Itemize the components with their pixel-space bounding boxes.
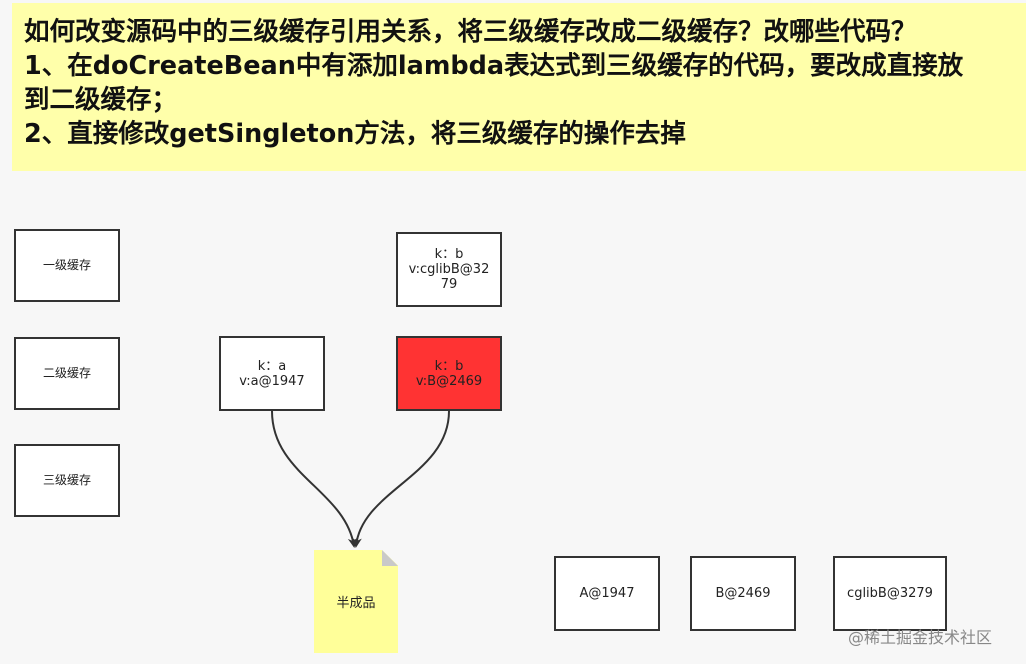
object-b-box[interactable]: B@2469 <box>690 556 796 631</box>
half-finished-label: 半成品 <box>336 596 376 611</box>
entry-b-value: v:B@2469 <box>415 373 483 389</box>
cache-level-2-label: 二级缓存 <box>42 366 91 380</box>
entry-b-box[interactable]: k：b v:B@2469 <box>396 336 502 411</box>
note-line-question: 如何改变源码中的三级缓存引用关系，将三级缓存改成二级缓存？改哪些代码？ <box>24 17 917 47</box>
question-note: 如何改变源码中的三级缓存引用关系，将三级缓存改成二级缓存？改哪些代码？ 1、在d… <box>12 3 1026 171</box>
entry-a-key: k：a <box>257 358 287 374</box>
cache-level-1-label: 一级缓存 <box>42 258 91 272</box>
cache-level-3-box[interactable]: 三级缓存 <box>14 444 120 517</box>
note-line-answer-2: 2、直接修改getSingleton方法，将三级缓存的操作去掉 <box>24 119 686 149</box>
entry-b-cglib-key: k：b <box>434 247 464 262</box>
entry-a-box[interactable]: k：a v:a@1947 <box>219 336 325 411</box>
object-cglib-b-box[interactable]: cglibB@3279 <box>833 556 947 631</box>
object-cglib-b-label: cglibB@3279 <box>847 586 933 601</box>
half-finished-note[interactable]: 半成品 <box>314 550 398 653</box>
entry-a-value: v:a@1947 <box>239 373 305 389</box>
cache-level-2-box[interactable]: 二级缓存 <box>14 337 120 410</box>
cache-level-3-label: 三级缓存 <box>42 473 91 487</box>
entry-b-cglib-value: v:cglibB@32 <box>408 262 490 277</box>
arrow-b-to-half <box>351 410 450 548</box>
entry-b-cglib-box[interactable]: k：b v:cglibB@32 79 <box>396 232 502 307</box>
object-a-label: A@1947 <box>579 586 635 601</box>
object-b-label: B@2469 <box>715 586 771 601</box>
object-a-box[interactable]: A@1947 <box>554 556 660 631</box>
arrow-a-to-half <box>271 410 358 548</box>
juejin-watermark: @稀土掘金技术社区 <box>848 628 993 647</box>
note-line-answer-1: 1、在doCreateBean中有添加lambda表达式到三级缓存的代码，要改成… <box>24 51 964 81</box>
entry-b-cglib-value-cont: 79 <box>440 277 458 292</box>
entry-b-key: k：b <box>434 358 464 374</box>
note-line-answer-1-cont: 到二级缓存； <box>24 85 178 115</box>
cache-level-1-box[interactable]: 一级缓存 <box>14 229 120 302</box>
